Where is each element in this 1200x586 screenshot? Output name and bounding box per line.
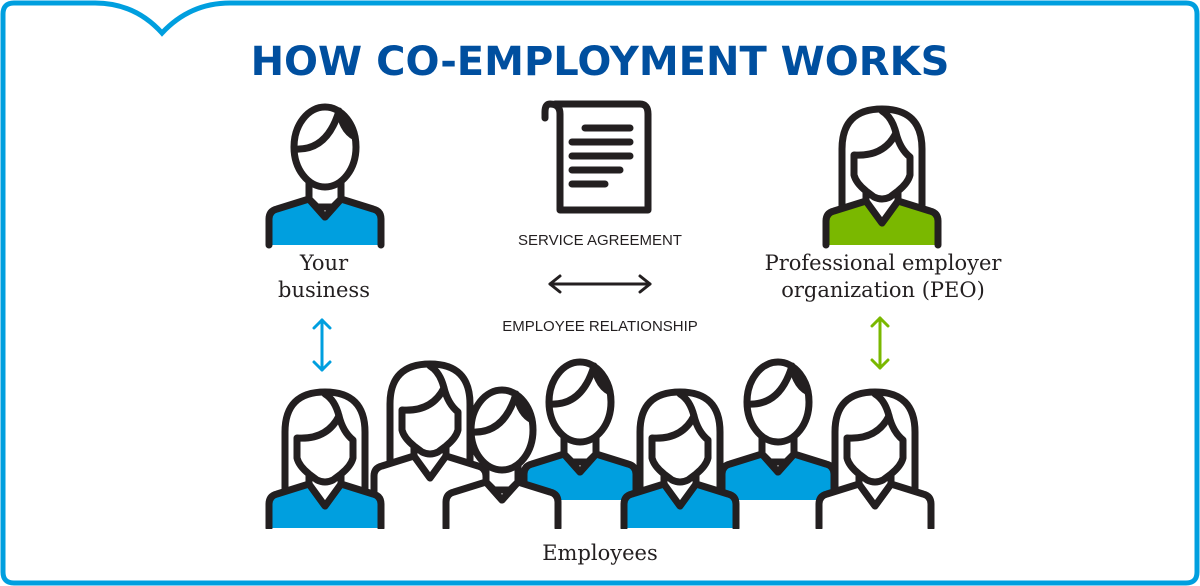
your-business-label-2: business [278, 278, 370, 302]
employees-label: Employees [542, 541, 658, 565]
peo-employee-arrow-icon [870, 316, 890, 370]
peo-label-1: Professional employer [765, 251, 1003, 275]
document-icon [541, 100, 652, 214]
double-arrow-icon [548, 274, 652, 294]
business-employee-arrow-icon [312, 318, 332, 372]
peo-label-2: organization (PEO) [781, 278, 985, 302]
peo-person-icon [826, 109, 938, 245]
employee-relationship-label: EMPLOYEE RELATIONSHIP [502, 318, 698, 335]
service-agreement-label: SERVICE AGREEMENT [518, 232, 682, 249]
page-title: HOW CO-EMPLOYMENT WORKS [251, 39, 950, 85]
your-business-label-1: Your [299, 251, 349, 275]
employee-icon [624, 392, 736, 528]
employee-icon [269, 392, 381, 528]
employees-group [250, 362, 950, 559]
employee-icon [819, 392, 931, 528]
